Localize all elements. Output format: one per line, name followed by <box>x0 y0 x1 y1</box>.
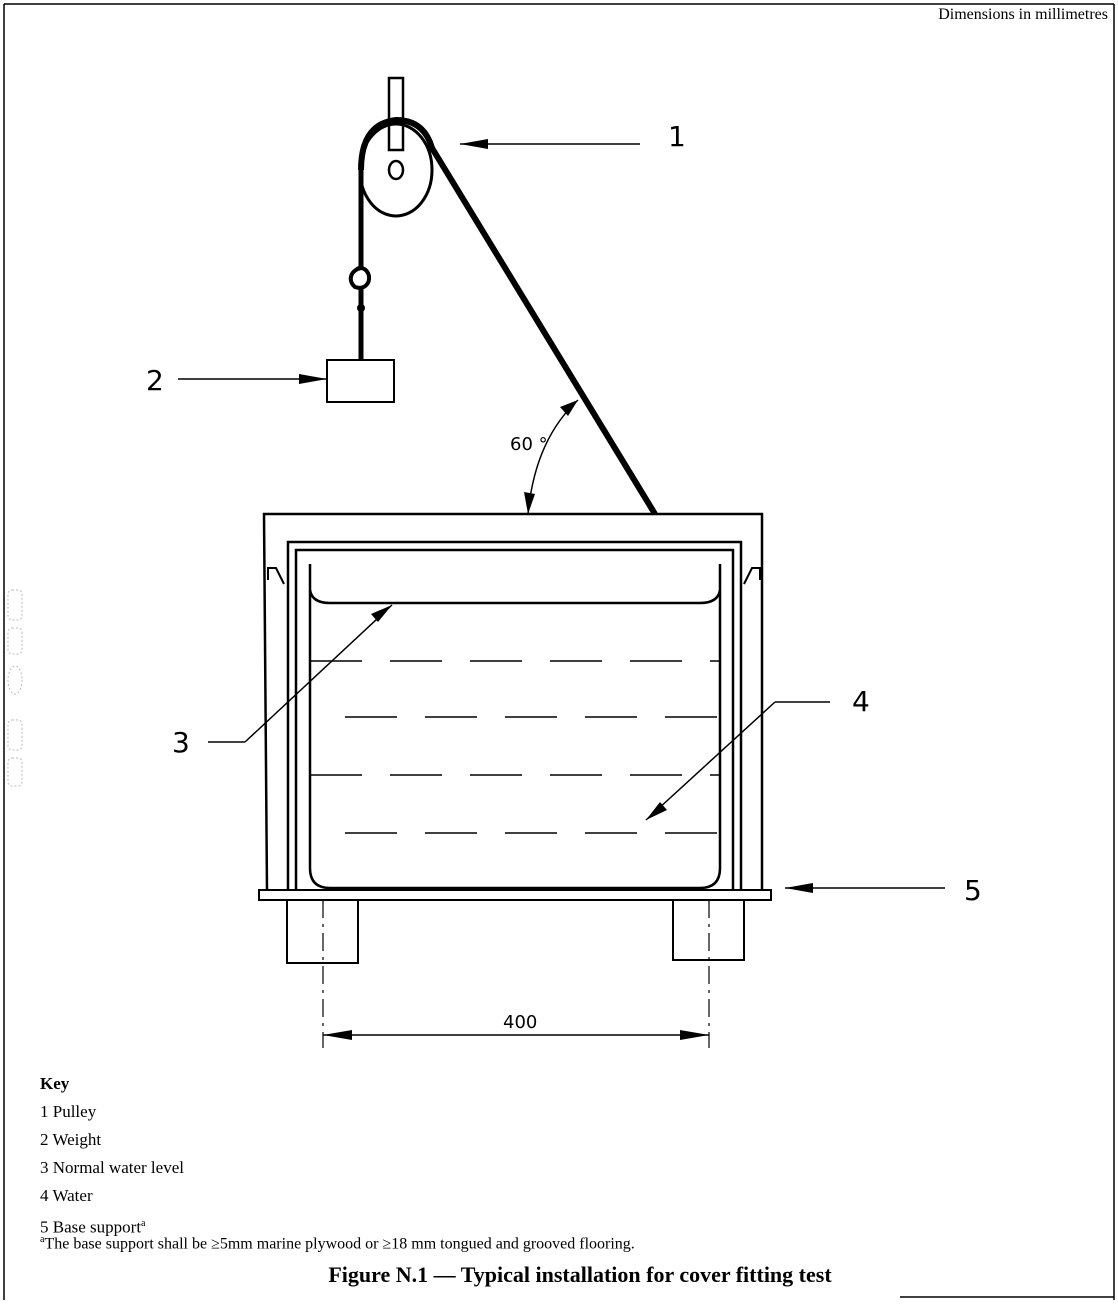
footnote: aThe base support shall be ≥5mm marine p… <box>40 1234 635 1253</box>
base-plate <box>258 889 772 901</box>
cover-inner <box>286 540 743 892</box>
pulley-axle <box>387 159 405 181</box>
callout-1-arrowhead <box>460 139 488 149</box>
dimension-arrowhead-left <box>323 1030 352 1040</box>
pulley-bracket <box>387 76 405 152</box>
key-item: 4 Water <box>40 1186 93 1205</box>
cord-knot <box>357 304 365 312</box>
weight-block <box>326 359 395 403</box>
callout-3-arrowhead <box>371 605 392 622</box>
callout-5-label: 5 <box>964 874 982 907</box>
key-item: 1 Pulley <box>40 1102 97 1121</box>
footnote-text: The base support shall be ≥5mm marine pl… <box>44 1235 635 1253</box>
clip-left <box>267 567 285 585</box>
hook-icon <box>348 266 372 290</box>
angle-arc <box>527 399 579 515</box>
clip-right <box>743 567 761 585</box>
footnote-marker: a <box>141 1218 146 1229</box>
callout-2-arrowhead <box>299 374 327 384</box>
scan-artifact <box>7 589 23 787</box>
key-item-with-marker: 5 Base supporta <box>40 1210 184 1242</box>
callout-4-label: 4 <box>852 685 870 718</box>
inner-tank <box>308 564 722 890</box>
callout-2-label: 2 <box>146 364 164 397</box>
water-level-line <box>308 589 722 605</box>
callout-4-arrowhead <box>646 802 667 820</box>
callout-1-label: 1 <box>668 120 686 153</box>
figure-caption: Figure N.1 — Typical installation for co… <box>328 1262 832 1287</box>
key-item-text: 5 Base support <box>40 1217 142 1237</box>
callout-3-label: 3 <box>172 726 190 759</box>
angle-arrowhead-bottom <box>524 492 535 514</box>
dimension-label: 400 <box>503 1012 537 1033</box>
tank-wall <box>294 548 735 892</box>
rope-to-cover <box>358 116 658 516</box>
footnote-marker: a <box>40 1234 45 1245</box>
angle-arrowhead-top <box>560 400 578 416</box>
callout-5-arrowhead <box>785 883 813 893</box>
key-list: Key 1 Pulley 2 Weight 3 Normal water lev… <box>40 1070 184 1242</box>
key-title: Key <box>40 1074 70 1093</box>
angle-label: 60 ° <box>510 434 548 455</box>
callout-4-leader-diag <box>645 701 776 821</box>
key-item: 2 Weight <box>40 1130 102 1149</box>
callout-3-leader-diag <box>244 604 393 743</box>
cover-outer <box>262 512 764 893</box>
key-item: 3 Normal water level <box>40 1158 184 1177</box>
dimensions-note: Dimensions in millimetres <box>938 6 1108 23</box>
dimension-arrowhead-right <box>680 1030 709 1040</box>
